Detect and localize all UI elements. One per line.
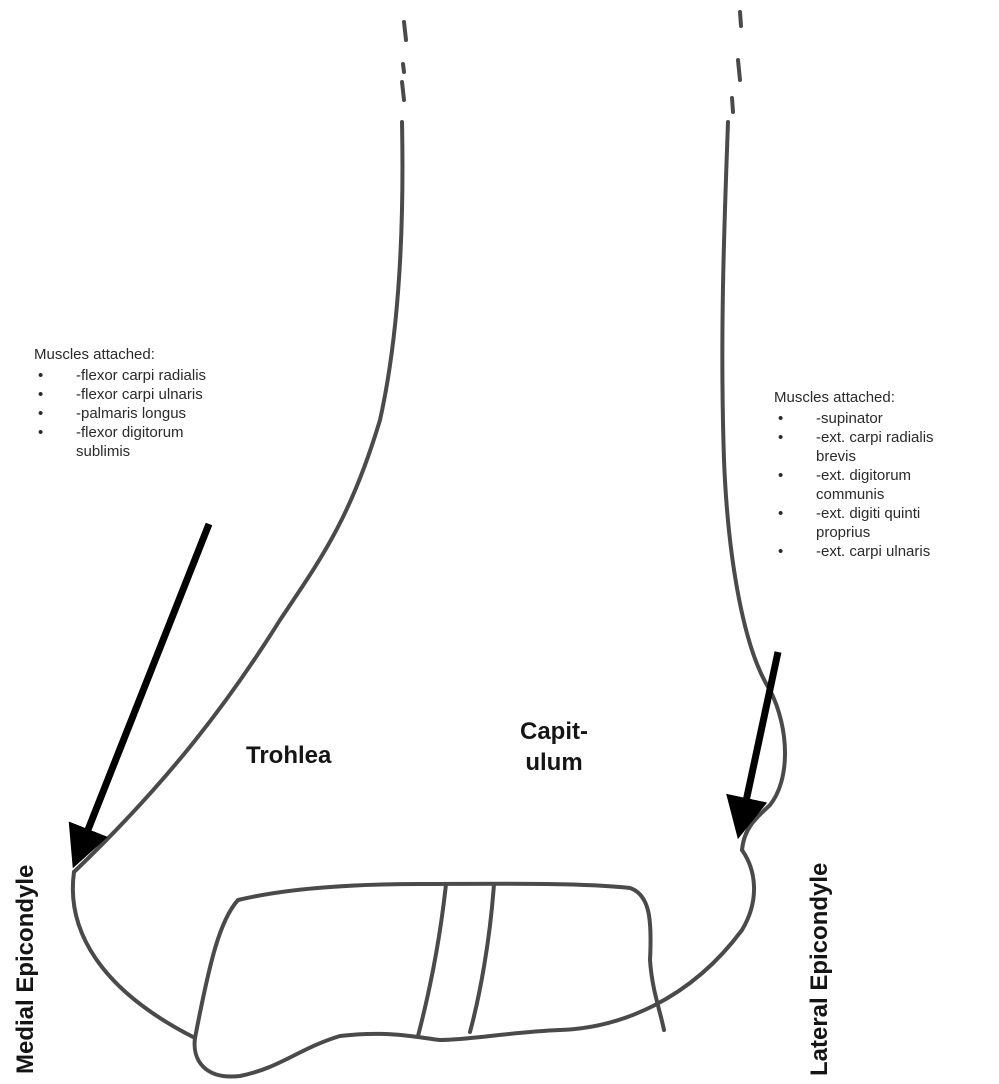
articular-block (195, 884, 664, 1038)
lateral-muscle-item: -supinator (774, 409, 994, 428)
lateral-muscle-item: -ext. digiti quinti proprius (774, 504, 956, 542)
medial-muscle-list: Muscles attached: -flexor carpi radialis… (34, 345, 294, 461)
medial-muscle-item: -flexor digitorum sublimis (34, 423, 196, 461)
shaft-break-left (402, 22, 406, 100)
lateral-arrow (742, 652, 778, 820)
lateral-muscle-item: -ext. carpi radialis brevis (774, 428, 956, 466)
lateral-epicondyle-label: Lateral Epicondyle (806, 863, 834, 1076)
medial-muscle-item: -flexor carpi ulnaris (34, 385, 294, 404)
lateral-muscle-item: -ext. digitorum communis (774, 466, 946, 504)
lateral-muscle-item: -ext. carpi ulnaris (774, 542, 994, 561)
medial-muscle-item: -palmaris longus (34, 404, 294, 423)
shaft-outline-medial (74, 122, 402, 872)
trochlea-label: Trohlea (246, 742, 331, 770)
lateral-muscles-heading: Muscles attached: (774, 388, 994, 407)
medial-muscle-item: -flexor carpi radialis (34, 366, 294, 385)
capitulum-label-line2: ulum (520, 747, 588, 778)
shaft-break-right (732, 12, 741, 112)
medial-epicondyle-label: Medial Epicondyle (12, 865, 40, 1074)
trochlea-capitulum-groove-2 (470, 884, 494, 1032)
trochlea-capitulum-groove-1 (418, 884, 446, 1036)
capitulum-label: Capit- ulum (520, 716, 588, 778)
capitulum-label-line1: Capit- (520, 716, 588, 747)
medial-muscles-heading: Muscles attached: (34, 345, 294, 364)
lateral-muscle-list: Muscles attached: -supinator -ext. carpi… (774, 388, 994, 561)
